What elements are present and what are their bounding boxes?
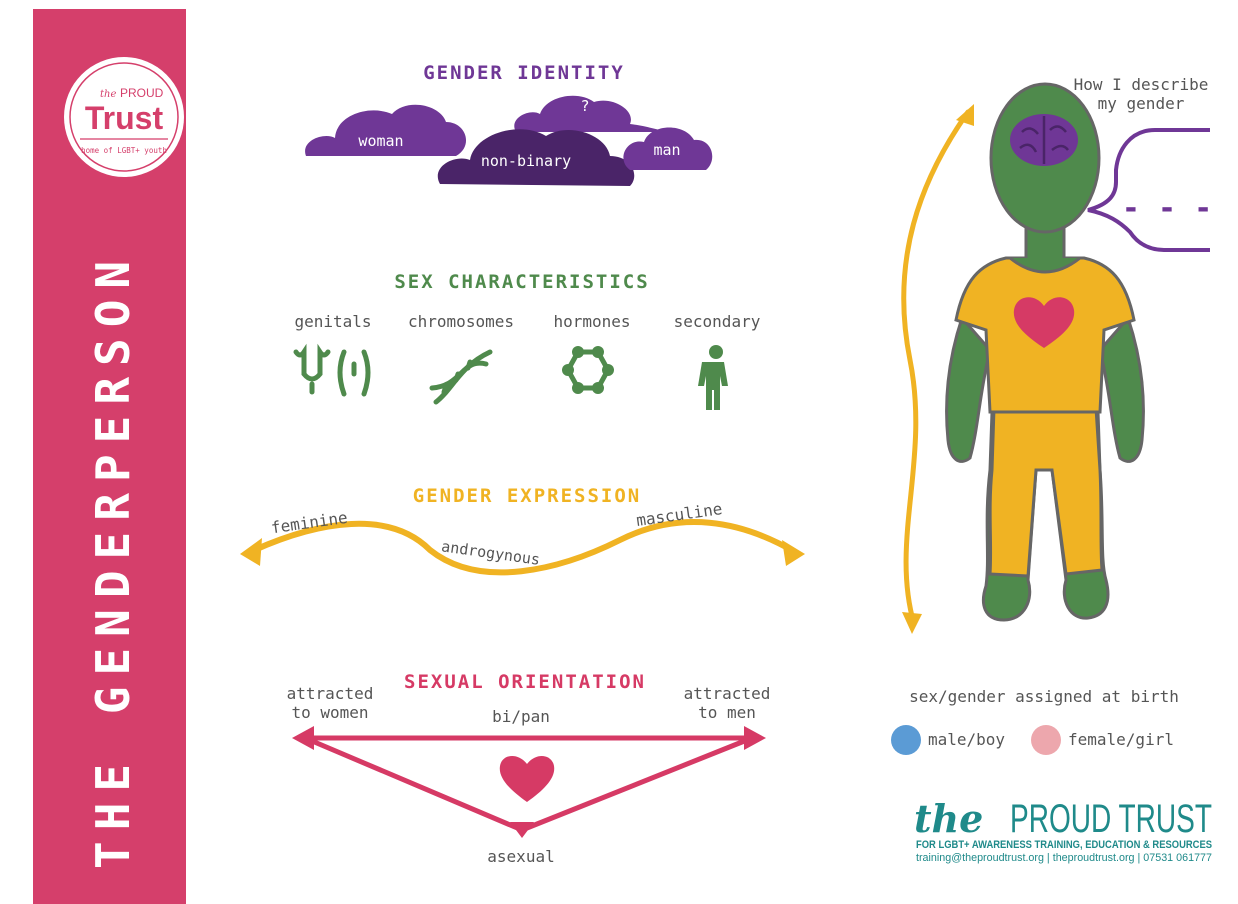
chest-heart-icon bbox=[1013, 297, 1075, 348]
describe-caption-line2: my gender bbox=[1098, 94, 1185, 113]
orientation-arrow-bottom bbox=[510, 822, 534, 838]
orientation-triangle bbox=[302, 735, 755, 833]
cloud-non-binary bbox=[437, 129, 635, 186]
cloud-non-binary-label: non-binary bbox=[481, 152, 571, 170]
footer-contact: training@theproudtrust.org | theproudtru… bbox=[916, 852, 1212, 864]
sex-characteristics-heading: SEX CHARACTERISTICS bbox=[394, 271, 649, 293]
male-label: male/boy bbox=[928, 730, 1005, 749]
vertical-arrow-bottom bbox=[902, 612, 922, 634]
attracted-women-line2: to women bbox=[291, 703, 368, 722]
attracted-men-line2: to men bbox=[698, 703, 756, 722]
cloud-woman-label: woman bbox=[358, 132, 403, 150]
seal-tagline: home of LGBT+ youth bbox=[81, 146, 167, 155]
sidebar-title-wrapper: THE GENDERPERSON bbox=[86, 250, 140, 869]
sexual-orientation-heading: SEXUAL ORIENTATION bbox=[404, 671, 646, 693]
vertical-arrow bbox=[901, 109, 971, 627]
male-swatch bbox=[891, 725, 921, 755]
speech-dashes: - - - bbox=[1122, 191, 1212, 226]
cloud-man-label: man bbox=[653, 141, 680, 159]
brain-icon bbox=[1010, 114, 1078, 166]
female-label: female/girl bbox=[1068, 730, 1174, 749]
sidebar-title: THE GENDERPERSON bbox=[86, 250, 140, 869]
genderperson-figure bbox=[945, 82, 1145, 622]
cloud-question-label: ? bbox=[580, 97, 589, 115]
attracted-women-line1: attracted bbox=[287, 684, 374, 703]
orientation-arrow-right bbox=[744, 726, 766, 750]
secondary-label: secondary bbox=[674, 312, 761, 331]
footer-tagline: FOR LGBT+ AWARENESS TRAINING, EDUCATION … bbox=[916, 839, 1212, 851]
describe-caption-line1: How I describe bbox=[1074, 75, 1209, 94]
attracted-men-line1: attracted bbox=[684, 684, 771, 703]
expression-arrow-right bbox=[782, 540, 805, 566]
gender-expression-heading: GENDER EXPRESSION bbox=[413, 485, 641, 507]
seal-the-text: the bbox=[100, 89, 116, 100]
cloud-man bbox=[623, 127, 713, 170]
orientation-heart-icon bbox=[499, 755, 555, 802]
gender-expression-wave bbox=[247, 519, 798, 576]
female-swatch bbox=[1031, 725, 1061, 755]
vertical-arrow-top bbox=[956, 104, 974, 126]
genitals-icon bbox=[293, 343, 371, 397]
seal-trust-text: Trust bbox=[85, 100, 164, 136]
cloud-question bbox=[514, 95, 676, 132]
footer-logo-name: PROUD TRUST bbox=[1010, 797, 1212, 841]
asexual-label: asexual bbox=[487, 847, 554, 866]
hormones-label: hormones bbox=[553, 312, 630, 331]
hormone-molecule-icon bbox=[562, 346, 614, 394]
assigned-heading: sex/gender assigned at birth bbox=[909, 687, 1179, 706]
expression-arrow-left bbox=[240, 538, 262, 566]
cloud-woman bbox=[305, 104, 467, 156]
dna-icon bbox=[429, 349, 493, 405]
proud-trust-seal-logo: the PROUD Trust home of LGBT+ youth bbox=[64, 57, 184, 177]
orientation-arrow-left bbox=[292, 726, 314, 750]
footer-logo-the: the bbox=[914, 796, 983, 841]
bi-pan-label: bi/pan bbox=[492, 707, 550, 726]
sidebar-banner: the PROUD Trust home of LGBT+ youth THE … bbox=[33, 9, 186, 904]
child-figure-icon bbox=[698, 345, 728, 410]
seal-proud-text: PROUD bbox=[120, 86, 164, 100]
genitals-label: genitals bbox=[294, 312, 371, 331]
speech-bubble bbox=[1087, 128, 1210, 252]
gender-identity-heading: GENDER IDENTITY bbox=[423, 62, 625, 84]
chromosomes-label: chromosomes bbox=[408, 312, 514, 331]
